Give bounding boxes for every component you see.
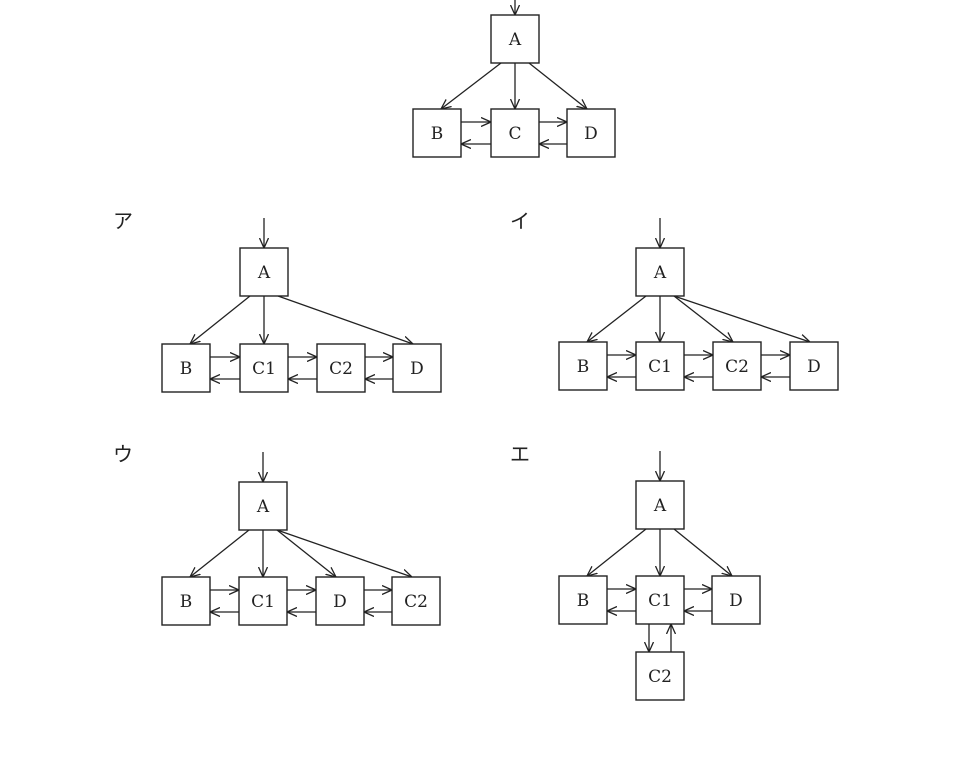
node-d: D [789, 341, 839, 391]
node-box-c1 [238, 576, 288, 626]
node-label-c1: C1 [251, 592, 275, 612]
edge-a-to-b [190, 529, 250, 577]
node-box-d [789, 341, 839, 391]
node-box-c2 [635, 651, 685, 701]
edge-a-to-d [673, 528, 732, 576]
node-c1: C1 [239, 343, 289, 393]
node-d: D [315, 576, 365, 626]
node-d: D [566, 108, 616, 158]
edge-a-to-b [190, 295, 251, 344]
node-c1: C1 [635, 575, 685, 625]
edge-a-to-b [441, 62, 502, 109]
node-c1: C1 [635, 341, 685, 391]
node-box-a [490, 14, 540, 64]
diagram-original: A B C D [412, 0, 616, 158]
option-label-option-a: ア [113, 209, 133, 233]
edge-a-to-d [277, 295, 413, 344]
node-label-d: D [584, 124, 598, 144]
node-b: B [412, 108, 462, 158]
node-a: A [238, 481, 288, 531]
node-label-c2: C2 [725, 357, 749, 377]
edge-a-to-c2 [276, 529, 412, 577]
node-label-d: D [729, 591, 743, 611]
node-label-b: B [180, 592, 193, 612]
node-label-a: A [257, 263, 271, 283]
diagram-option-a: ア A B C1 C2 D [113, 209, 442, 393]
node-label-a: A [508, 30, 522, 50]
node-label-d: D [410, 359, 424, 379]
node-a: A [239, 247, 289, 297]
node-d: D [711, 575, 761, 625]
edge-a-to-b [587, 528, 647, 576]
option-label-option-e: エ [510, 442, 530, 466]
node-label-c1: C1 [648, 357, 672, 377]
node-label-c1: C1 [648, 591, 672, 611]
node-c2: C2 [391, 576, 441, 626]
node-label-a: A [653, 263, 667, 283]
node-box-a [239, 247, 289, 297]
node-box-b [161, 576, 211, 626]
node-box-d [566, 108, 616, 158]
edge-a-to-b [587, 295, 647, 342]
node-label-b: B [577, 357, 590, 377]
option-label-option-i: イ [510, 209, 530, 233]
node-box-b [412, 108, 462, 158]
node-c2: C2 [316, 343, 366, 393]
node-a: A [635, 480, 685, 530]
node-label-d: D [807, 357, 821, 377]
node-label-c: C [508, 124, 521, 144]
node-box-b [161, 343, 211, 393]
node-box-c2 [391, 576, 441, 626]
node-label-c1: C1 [252, 359, 276, 379]
node-box-a [635, 247, 685, 297]
node-b: B [161, 576, 211, 626]
node-label-c2: C2 [404, 592, 428, 612]
node-c2: C2 [635, 651, 685, 701]
edge-a-to-c2 [673, 295, 733, 342]
node-a: A [490, 14, 540, 64]
node-b: B [558, 341, 608, 391]
node-box-d [315, 576, 365, 626]
node-label-d: D [333, 592, 347, 612]
node-box-b [558, 341, 608, 391]
node-box-c2 [712, 341, 762, 391]
node-label-a: A [256, 497, 270, 517]
node-box-d [711, 575, 761, 625]
node-a: A [635, 247, 685, 297]
node-box-c1 [635, 575, 685, 625]
edge-a-to-d [673, 295, 810, 342]
node-label-b: B [431, 124, 444, 144]
node-box-c1 [239, 343, 289, 393]
option-label-option-u: ウ [113, 442, 133, 466]
node-label-c2: C2 [648, 667, 672, 687]
node-d: D [392, 343, 442, 393]
node-box-c1 [635, 341, 685, 391]
node-label-b: B [180, 359, 193, 379]
diagram-option-e: エ A B C1 D C2 [510, 442, 761, 701]
node-box-a [635, 480, 685, 530]
diagram-option-u: ウ A B C1 D C2 [113, 442, 441, 626]
node-b: B [161, 343, 211, 393]
node-box-a [238, 481, 288, 531]
node-box-b [558, 575, 608, 625]
node-box-d [392, 343, 442, 393]
node-label-c2: C2 [329, 359, 353, 379]
diagram-option-i: イ A B C1 C2 D [510, 209, 839, 391]
node-c1: C1 [238, 576, 288, 626]
node-label-b: B [577, 591, 590, 611]
node-label-a: A [653, 496, 667, 516]
edge-a-to-d [528, 62, 587, 109]
node-box-c [490, 108, 540, 158]
node-c: C [490, 108, 540, 158]
node-box-c2 [316, 343, 366, 393]
node-c2: C2 [712, 341, 762, 391]
node-b: B [558, 575, 608, 625]
edge-a-to-d [276, 529, 336, 577]
